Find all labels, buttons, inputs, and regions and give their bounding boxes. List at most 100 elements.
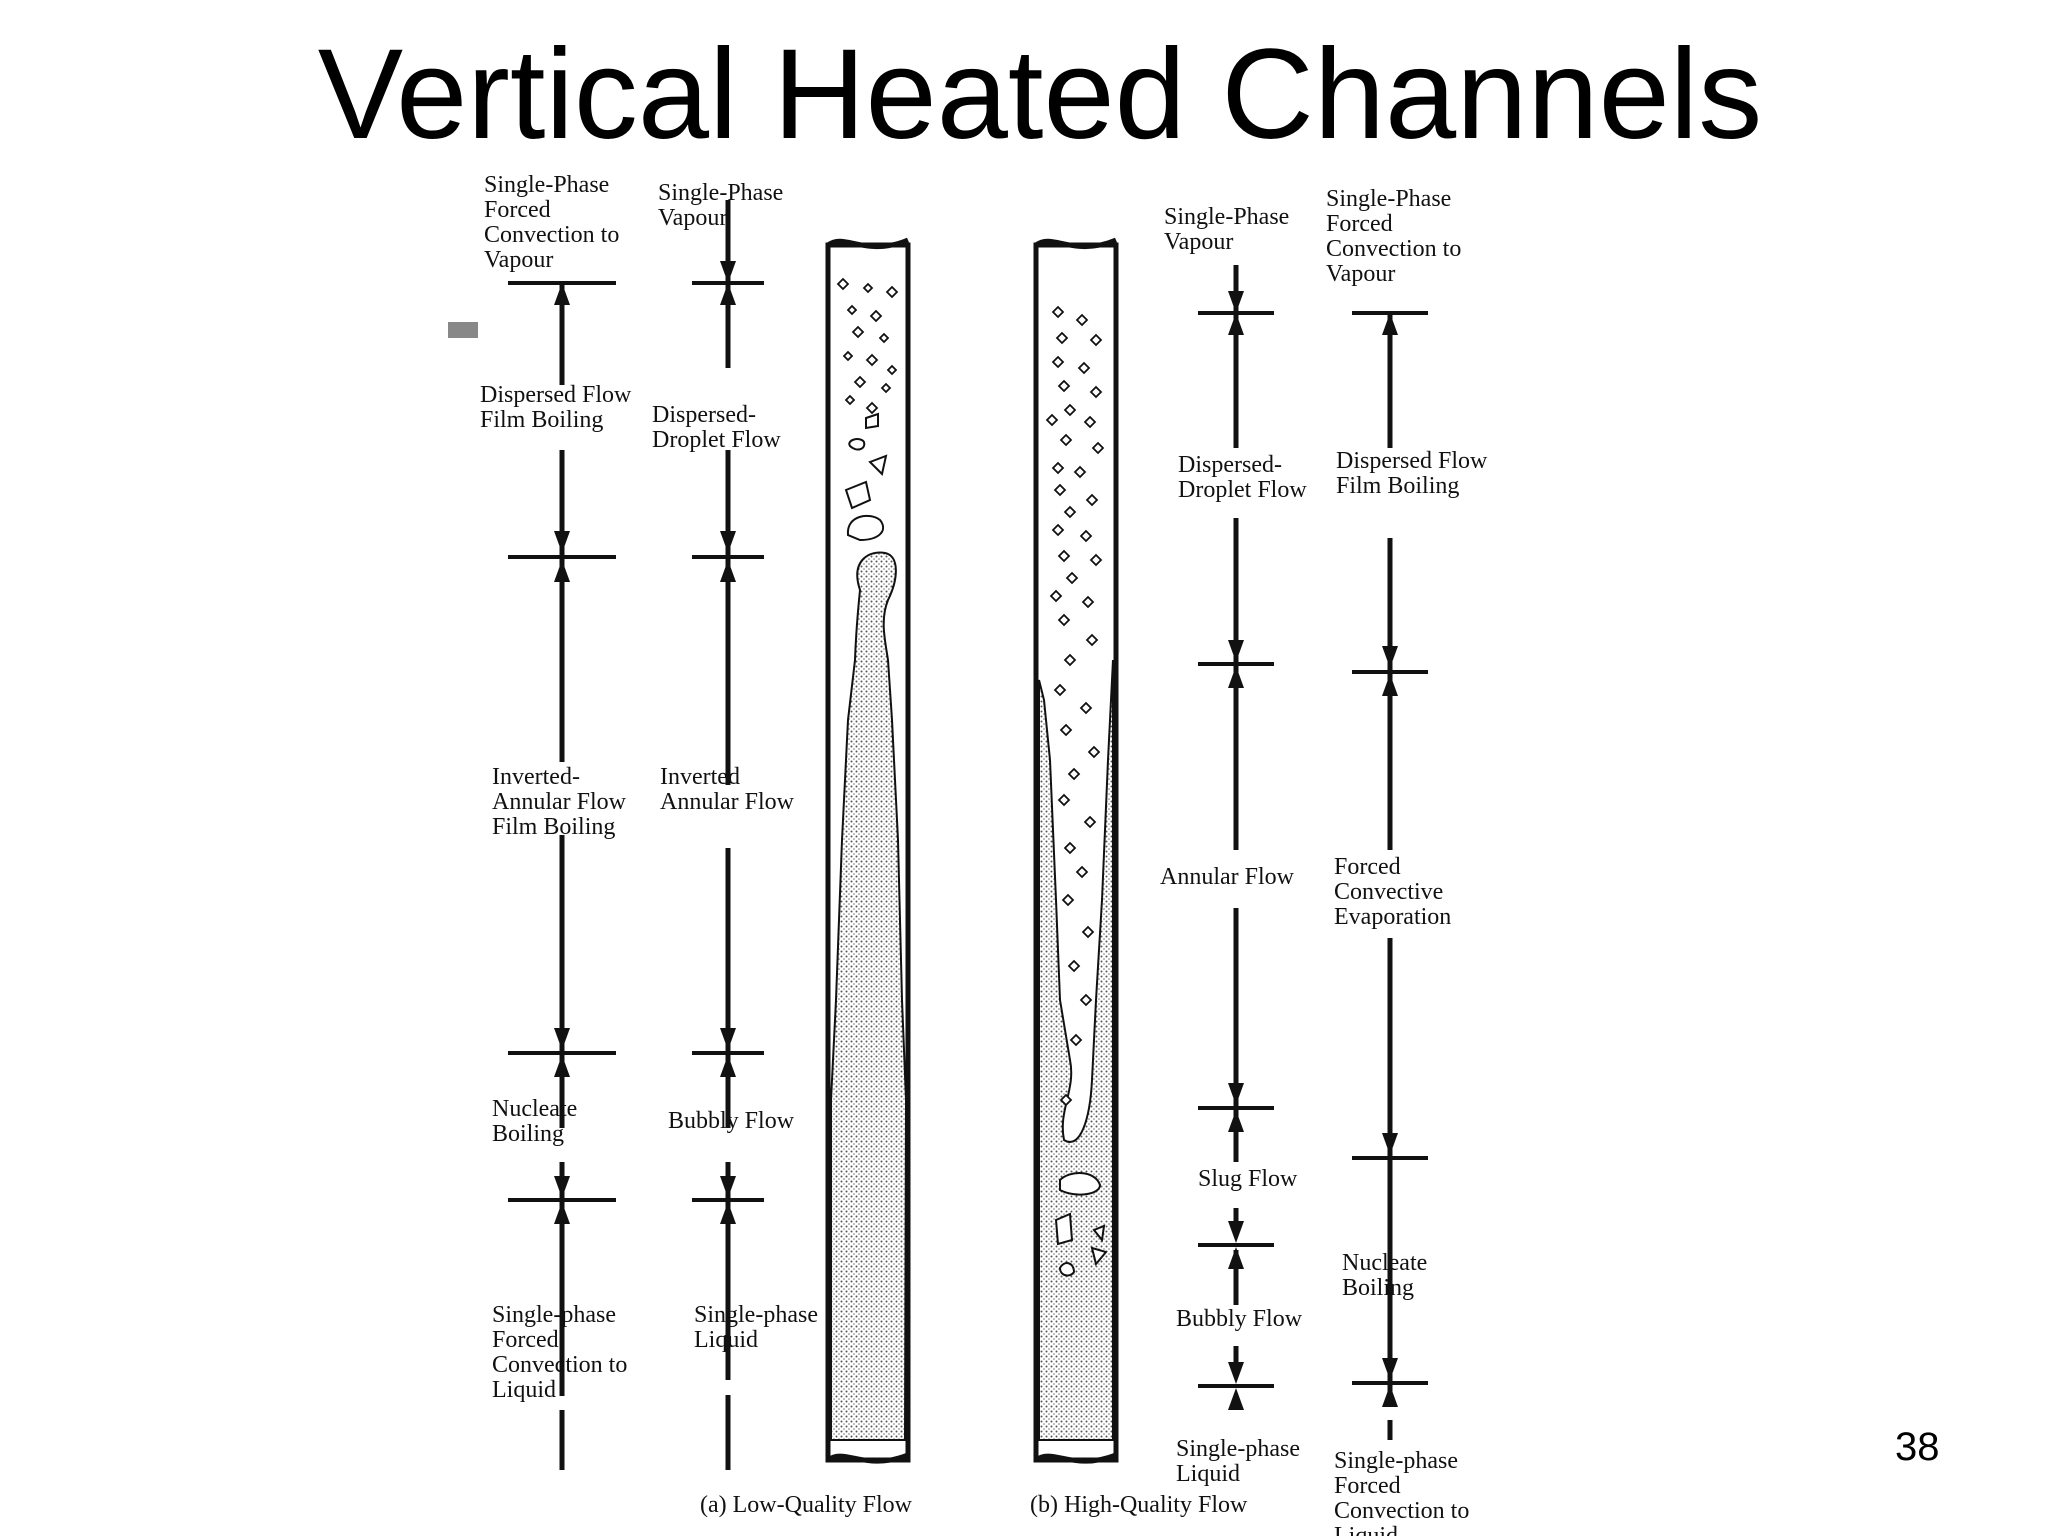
- droplet: [1053, 483, 1067, 497]
- bubble-high: [1090, 1246, 1108, 1267]
- bubble-high: [1054, 1212, 1074, 1246]
- droplet: [836, 277, 850, 291]
- regime-label-line: Convection to: [492, 1352, 627, 1378]
- regime-label-line: Single-Phase: [1326, 186, 1451, 212]
- arrow-down-icon: [1382, 1358, 1398, 1380]
- arrow-down-icon: [1382, 646, 1398, 668]
- regime-label-line: Forced: [484, 197, 551, 223]
- regime-label-line: Dispersed-: [1178, 452, 1282, 478]
- droplet: [1079, 701, 1093, 715]
- droplet: [1051, 305, 1065, 319]
- regime-label-line: Dispersed Flow: [480, 382, 632, 408]
- droplet: [1063, 505, 1077, 519]
- arrow-down-icon: [554, 1176, 570, 1198]
- droplet: [1067, 959, 1081, 973]
- droplet: [1063, 403, 1077, 417]
- arrow-down-icon: [1228, 291, 1244, 313]
- droplet: [1049, 589, 1063, 603]
- artifact-mark: [448, 322, 478, 338]
- regime-label-line: Vapour: [1164, 229, 1233, 255]
- regime-label-line: Single-phase: [1334, 1448, 1458, 1474]
- tube-end-caps: [826, 237, 1117, 1464]
- arrow-up-icon: [1228, 1110, 1244, 1132]
- droplet: [862, 282, 874, 294]
- droplet: [1091, 441, 1105, 455]
- droplet: [1059, 723, 1073, 737]
- regime-label-line: Single-Phase: [1164, 204, 1289, 230]
- droplet: [1063, 653, 1077, 667]
- slide-title: Vertical Heated Channels: [317, 23, 1763, 166]
- bubble-high: [1058, 1262, 1076, 1277]
- droplet: [842, 350, 854, 362]
- tube-low-quality: [825, 242, 911, 1463]
- regime-label-line: Convective: [1334, 879, 1443, 905]
- droplet-low: [848, 438, 866, 451]
- droplet: [853, 375, 867, 389]
- droplet: [1067, 767, 1081, 781]
- arrow-down-icon: [720, 531, 736, 553]
- regime-label-line: Bubbly Flow: [1176, 1306, 1303, 1332]
- droplet: [865, 401, 879, 415]
- droplet: [1063, 841, 1077, 855]
- regime-label-line: Forced: [1326, 211, 1393, 237]
- regime-label-line: Boiling: [492, 1121, 564, 1147]
- regime-label-line: Film Boiling: [492, 814, 615, 840]
- arrow-up-icon: [1228, 1388, 1244, 1410]
- droplet-low: [865, 412, 879, 430]
- droplet: [886, 364, 898, 376]
- droplet: [1059, 1093, 1073, 1107]
- regime-label: Bubbly Flow: [1176, 1306, 1303, 1332]
- regime-label-line: Evaporation: [1334, 904, 1451, 930]
- arrow-down-icon: [1228, 1221, 1244, 1243]
- regime-label-line: Droplet Flow: [1178, 477, 1307, 503]
- droplet: [880, 382, 892, 394]
- droplet: [1051, 461, 1065, 475]
- droplet: [846, 304, 858, 316]
- page-number: 38: [1895, 1425, 1940, 1469]
- droplet: [1057, 793, 1071, 807]
- liquid-core-low: [830, 551, 908, 1441]
- droplet: [1061, 893, 1075, 907]
- droplet: [1055, 331, 1069, 345]
- arrow-down-icon: [1228, 1362, 1244, 1384]
- caption-high-quality: (b) High-Quality Flow: [1030, 1492, 1248, 1518]
- arrow-down-icon: [1382, 1133, 1398, 1155]
- droplet: [1085, 633, 1099, 647]
- regime-label-line: Single-phase: [492, 1302, 616, 1328]
- regime-label-line: Dispersed Flow: [1336, 448, 1488, 474]
- caption-low-quality: (a) Low-Quality Flow: [700, 1492, 913, 1518]
- regime-label-line: Slug Flow: [1198, 1166, 1298, 1192]
- regime-label-line: Forced: [492, 1327, 559, 1353]
- regime-label-line: Dispersed-: [652, 402, 756, 428]
- droplet: [1085, 493, 1099, 507]
- regime-label-line: Single-phase: [1176, 1436, 1300, 1462]
- droplet: [1083, 415, 1097, 429]
- arrow-up-icon: [1228, 666, 1244, 688]
- arrow-up-icon: [720, 1055, 736, 1077]
- droplet: [1065, 571, 1079, 585]
- regime-label-line: Forced: [1334, 1473, 1401, 1499]
- arrow-down-icon: [554, 531, 570, 553]
- droplet: [1057, 379, 1071, 393]
- regime-label-line: Bubbly Flow: [668, 1108, 795, 1134]
- tube-high-quality: [1033, 242, 1119, 1463]
- droplet: [1075, 865, 1089, 879]
- droplet: [1087, 745, 1101, 759]
- arrow-up-icon: [1382, 313, 1398, 335]
- regime-label-line: Liquid: [1334, 1523, 1398, 1536]
- regime-label-line: Liquid: [1176, 1461, 1240, 1487]
- droplet: [1077, 361, 1091, 375]
- regime-label-line: Vapour: [1326, 261, 1395, 287]
- regime-label-line: Convection to: [1334, 1498, 1469, 1524]
- regime-label-line: Film Boiling: [1336, 473, 1459, 499]
- regime-label-line: Nucleate: [492, 1096, 577, 1122]
